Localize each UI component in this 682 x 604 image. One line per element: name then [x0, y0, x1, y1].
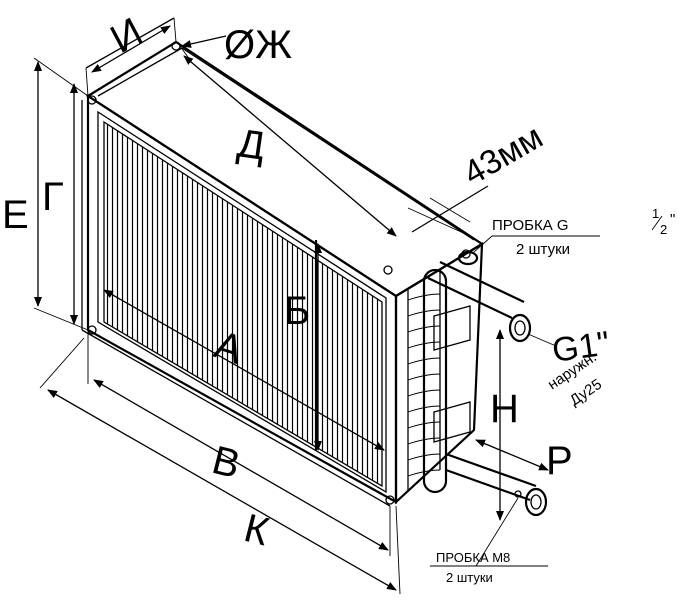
- manifold: [407, 250, 548, 517]
- dim-d: Д: [235, 121, 268, 168]
- top-plug: [457, 250, 479, 266]
- pipe-thread: G1": [550, 324, 612, 370]
- dim-r: Р: [546, 439, 573, 483]
- pipe-outlet-bottom: [524, 487, 548, 517]
- pipe-outlet-top: [508, 313, 532, 343]
- dim-k: К: [240, 506, 274, 554]
- top-plug-qty: 2 штуки: [516, 241, 570, 258]
- bottom-plug: [514, 490, 522, 498]
- bottom-plug-label: ПРОБКА М8: [436, 550, 510, 565]
- dimension-lines: [33, 17, 600, 595]
- dim-zh: ØЖ: [224, 23, 292, 67]
- bolt-hole: [383, 265, 393, 275]
- dim-b: Б: [284, 289, 310, 333]
- header-pipe: [422, 268, 448, 494]
- clamp: [433, 305, 471, 351]
- bolt-hole: [87, 95, 97, 105]
- fin-core: [103, 120, 383, 488]
- top-plug-fraction-num: 1: [652, 206, 659, 221]
- dim-g: Г: [42, 175, 64, 219]
- dim-e: Е: [2, 193, 29, 237]
- dim-v: В: [208, 438, 245, 487]
- bottom-plug-qty: 2 штуки: [446, 570, 493, 585]
- top-plug-inch: ": [670, 211, 675, 228]
- dim-n: Н: [490, 387, 519, 431]
- dim-offset: 43мм: [457, 118, 549, 193]
- top-plug-fraction-den: 2: [660, 222, 667, 237]
- top-plug-label: ПРОБКА G: [492, 217, 569, 234]
- clamp: [433, 401, 471, 443]
